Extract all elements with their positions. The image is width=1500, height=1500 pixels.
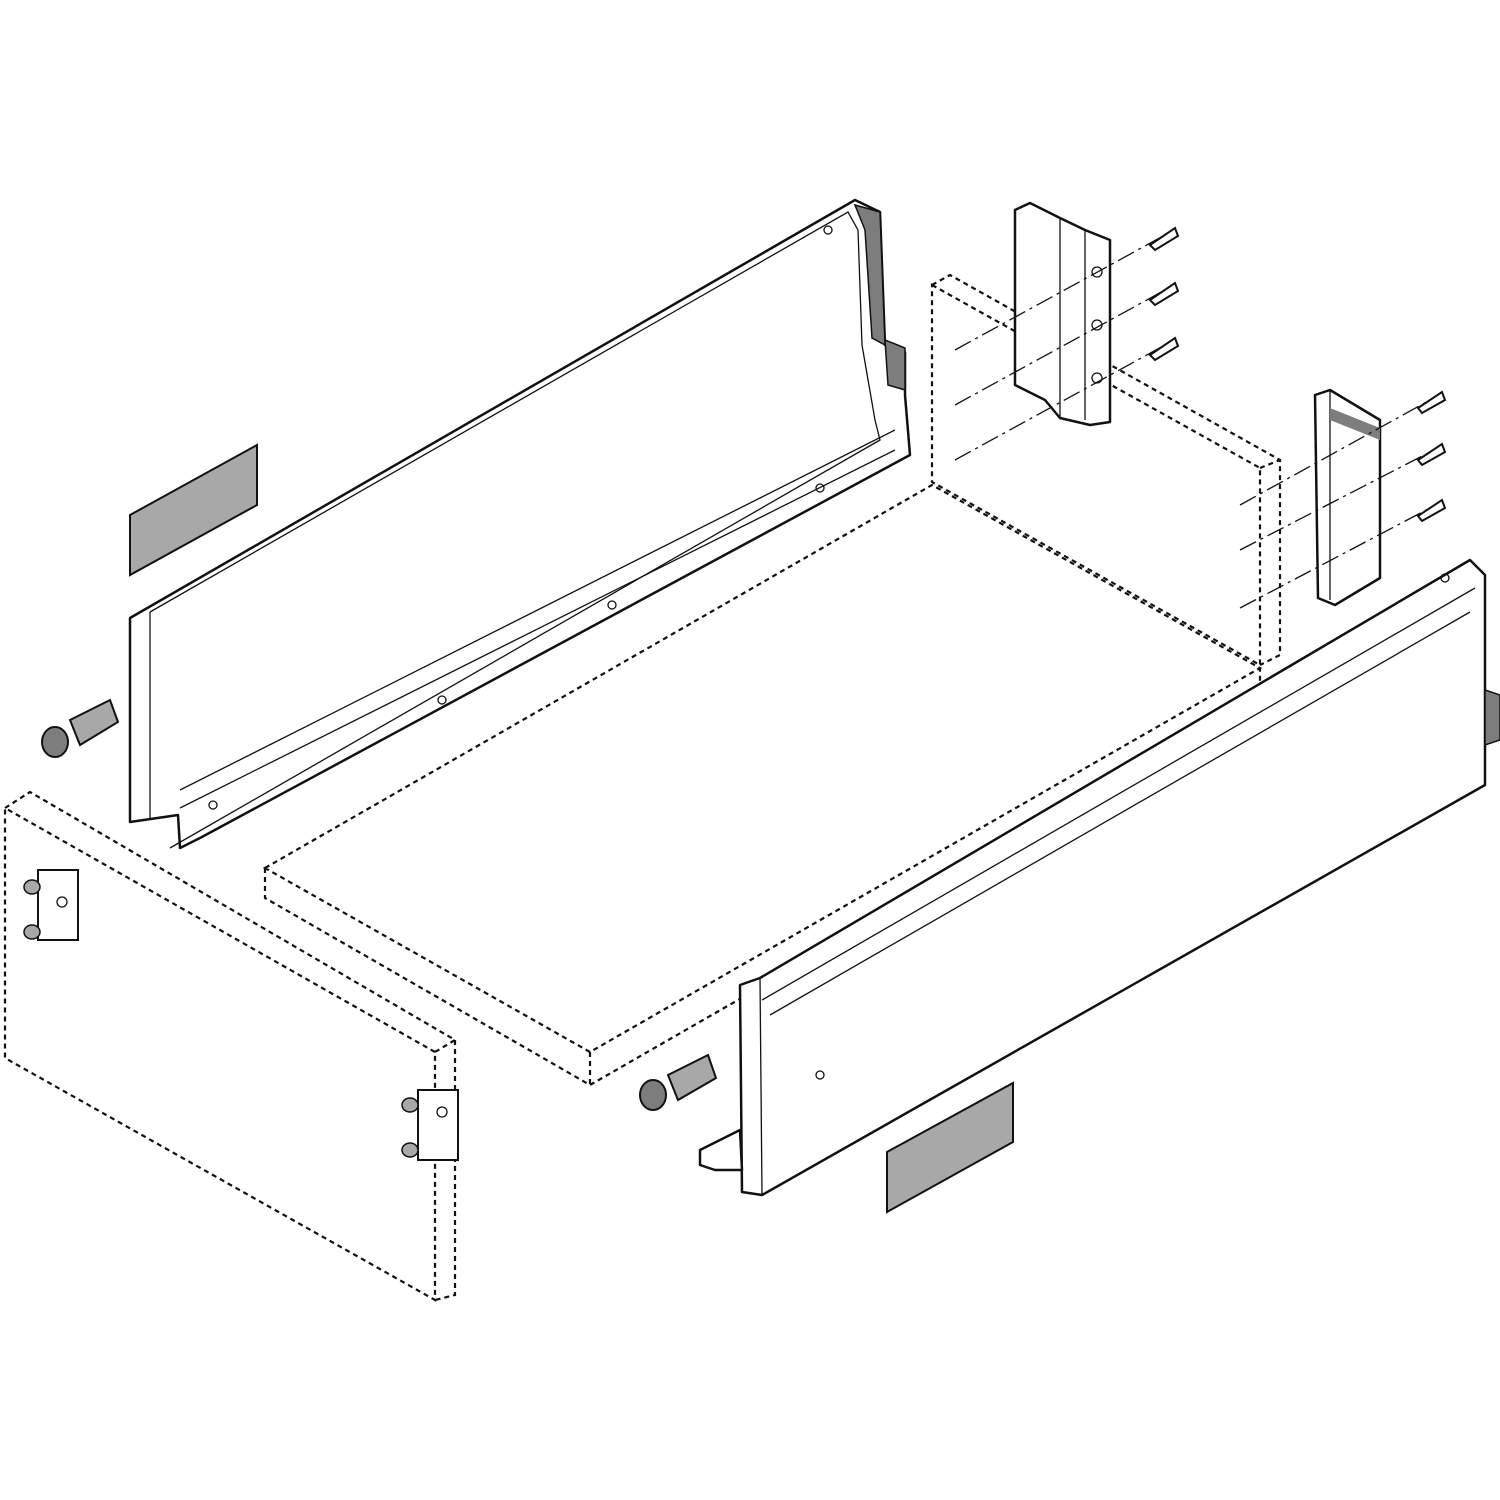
right-rear-bracket bbox=[1313, 388, 1382, 607]
cover-cap-right bbox=[886, 1081, 1014, 1214]
screw bbox=[954, 226, 1180, 351]
rear-panel bbox=[930, 273, 1282, 667]
connector-right bbox=[639, 1053, 718, 1111]
left-drawer-side bbox=[128, 198, 912, 850]
connectors bbox=[41, 698, 718, 1111]
screw bbox=[1239, 390, 1447, 506]
front-fixing-brackets bbox=[23, 869, 459, 1161]
screw bbox=[954, 281, 1180, 406]
front-fixing-bracket-left bbox=[23, 869, 79, 941]
cover-cap-left bbox=[129, 443, 258, 577]
connector-left bbox=[41, 698, 120, 758]
front-panel bbox=[3, 790, 458, 1302]
right-drawer-side bbox=[698, 558, 1500, 1197]
side-gray-profile bbox=[853, 203, 886, 347]
screw bbox=[1239, 498, 1447, 609]
screw bbox=[1239, 442, 1447, 551]
left-rear-bracket bbox=[1013, 201, 1112, 427]
front-fixing-bracket-right bbox=[401, 1089, 459, 1161]
screws bbox=[954, 226, 1447, 609]
screw bbox=[954, 336, 1180, 461]
